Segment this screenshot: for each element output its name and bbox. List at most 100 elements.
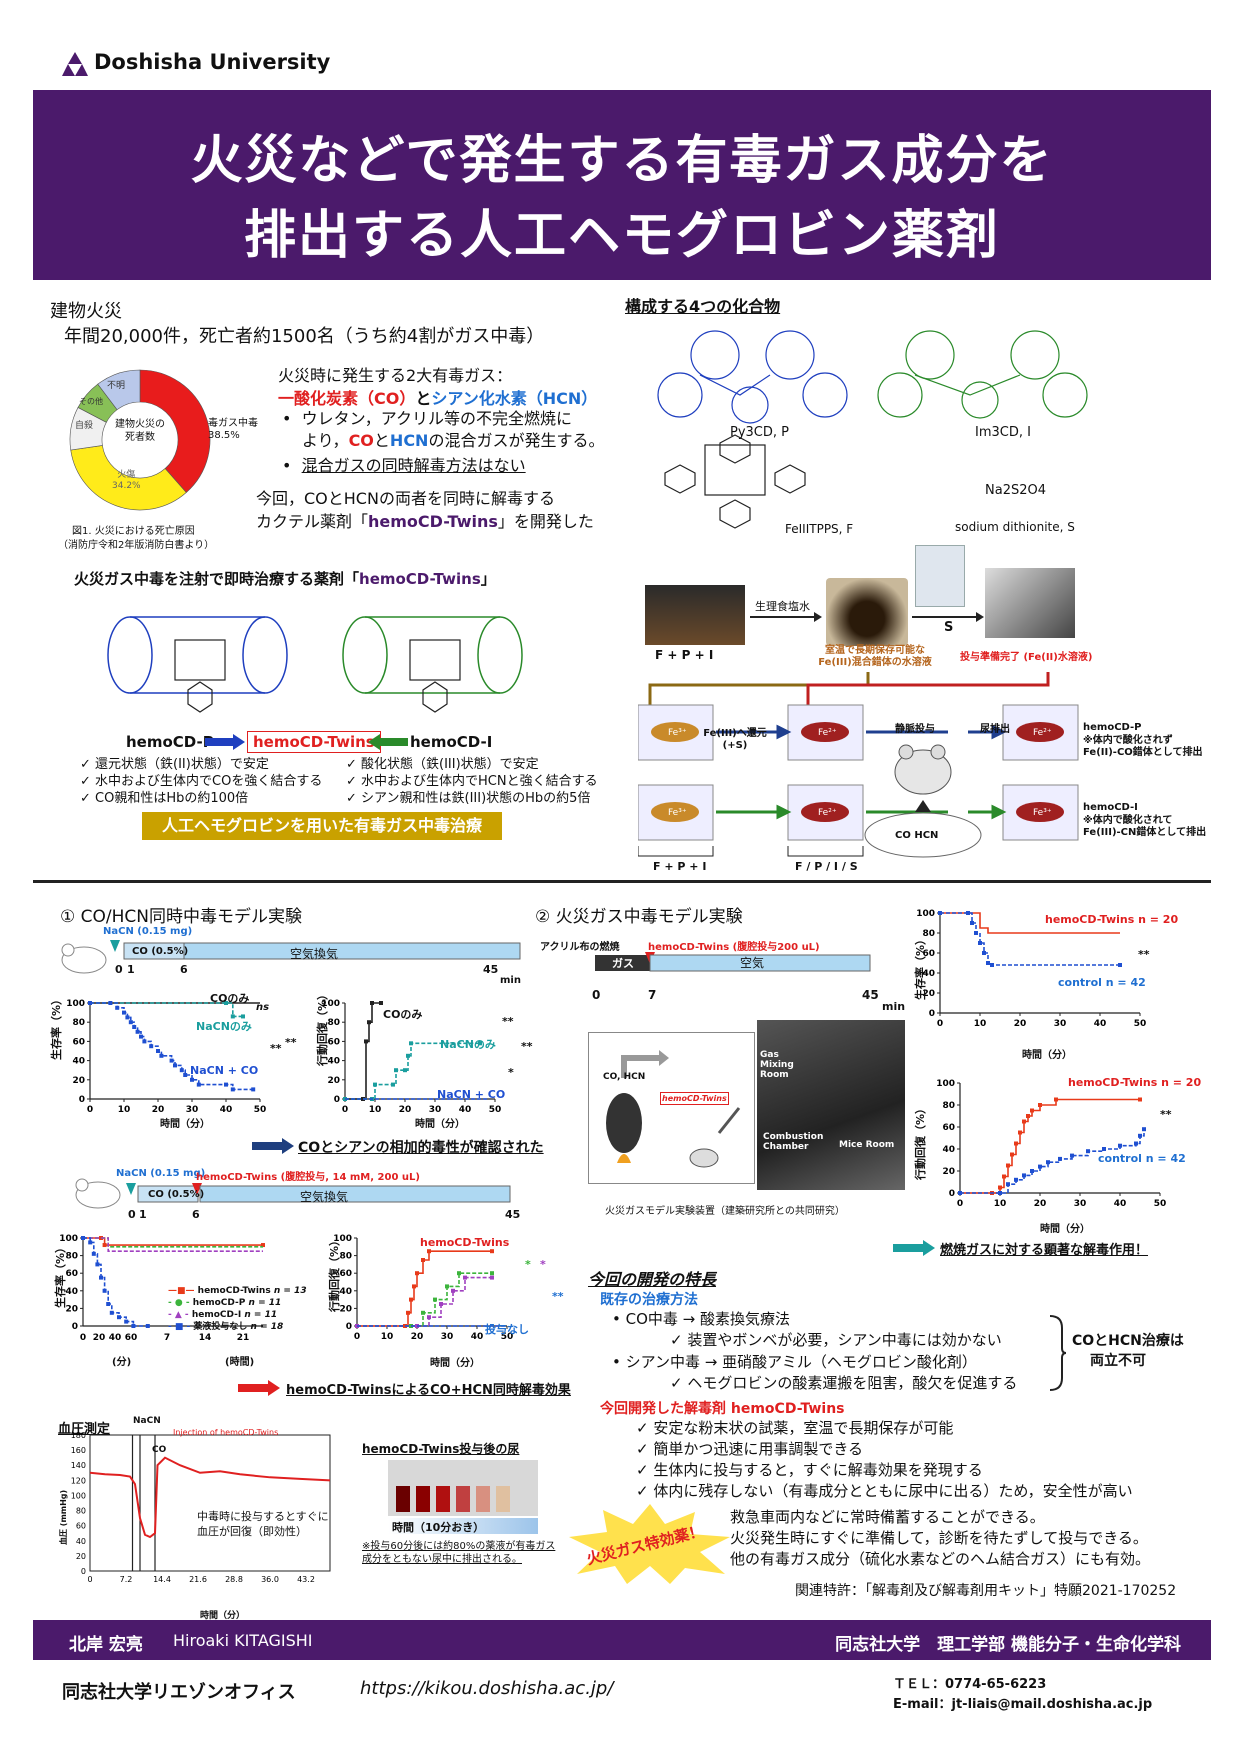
author-jp: 北岸 宏亮 bbox=[69, 1635, 143, 1655]
slice-label: 毒ガス中毒 bbox=[208, 418, 258, 429]
exp1-act-nacn-co: NaCN + CO bbox=[437, 1088, 506, 1101]
exp2-title: ② 火災ガス中毒モデル実験 bbox=[535, 907, 743, 927]
arrow-s-icon bbox=[912, 612, 984, 622]
data-point bbox=[412, 1284, 416, 1289]
x-tick-label: 10 bbox=[369, 1105, 382, 1115]
bp-ylabel: 血圧 (mmHg) bbox=[59, 1489, 68, 1545]
exp1-min-label: min bbox=[500, 975, 521, 986]
x-tick-label: 7.2 bbox=[120, 1575, 133, 1584]
check-text: 簡単かつ迅速に用事調製できる bbox=[653, 1440, 864, 1458]
exp2-syringe-label: hemoCD-Twins bbox=[660, 1092, 729, 1105]
bp-note-2: 血圧が回復（即効性） bbox=[197, 1525, 307, 1538]
feature-text: ヘモグロビンの酸素運搬を阻害，酸欠を促進する bbox=[687, 1374, 1018, 1392]
data-point bbox=[156, 1049, 160, 1053]
data-point bbox=[1134, 1141, 1138, 1146]
arrow-left-icon bbox=[368, 734, 408, 750]
check-text: シアン親和性は鉄(III)状態のHbの約5倍 bbox=[361, 791, 591, 806]
data-point bbox=[490, 1271, 494, 1276]
exp1-tick-45: 45 bbox=[483, 963, 499, 976]
donut-label-suicide: 自殺 bbox=[75, 421, 94, 431]
data-point bbox=[145, 1324, 150, 1328]
y-tick-label: 0 bbox=[72, 1322, 78, 1332]
feature-text: CO中毒 → 酸素換気療法 bbox=[625, 1310, 791, 1328]
exp1b-act-ylabel: 行動回復（%） bbox=[328, 1234, 341, 1312]
data-point bbox=[457, 1271, 461, 1276]
title-banner: 火災などで発生する有毒ガス成分を 排出する人工ヘモグロビン薬剤 bbox=[33, 90, 1211, 280]
y-tick-label: 20 bbox=[72, 1076, 85, 1086]
data-point bbox=[124, 1319, 129, 1324]
data-point bbox=[1118, 1143, 1122, 1148]
x-tick-label: 30 bbox=[186, 1105, 199, 1115]
exp2-co-hcn-label: CO, HCN bbox=[603, 1072, 646, 1082]
y-tick-label: 0 bbox=[81, 1567, 86, 1576]
bp-nacn-label: NaCN bbox=[133, 1416, 161, 1426]
y-tick-label: 100 bbox=[321, 999, 340, 1009]
hcn-treatment-line: • シアン中毒 → 亜硝酸アミル（ヘモグロビン酸化剤） bbox=[612, 1353, 977, 1371]
donut-center-label: 建物火災の 死者数 bbox=[115, 419, 165, 443]
data-point bbox=[982, 951, 986, 955]
exp1b-air-label: 空気換気 bbox=[300, 1190, 349, 1204]
exp2-act-sig: ** bbox=[1160, 1108, 1172, 1121]
y-tick-label: 100 bbox=[936, 1079, 955, 1089]
data-point bbox=[970, 921, 974, 925]
urine-tube bbox=[396, 1486, 410, 1512]
exp2-air-label: 空気 bbox=[740, 956, 765, 970]
office-url-link[interactable]: https://kikou.doshisha.ac.jp/ bbox=[360, 1678, 614, 1699]
exp2-surv-sig: ** bbox=[1138, 948, 1150, 961]
x-tick-label: 50 bbox=[1154, 1199, 1167, 1209]
exp2-surv-ylabel: 生存率（%） bbox=[914, 933, 927, 1000]
exp1-surv-sig-2: ** bbox=[285, 1036, 297, 1049]
data-point bbox=[421, 1310, 425, 1315]
new-drug-heading: 今回開発した解毒剤 hemoCD-Twins bbox=[600, 1401, 845, 1417]
series-line-1 bbox=[357, 1272, 492, 1327]
hemocd-structures bbox=[107, 616, 523, 713]
exp1-tick-1: 1 bbox=[127, 963, 135, 976]
drug-name: hemoCD-Twins bbox=[359, 570, 481, 588]
data-point bbox=[445, 1284, 449, 1289]
series-line-2 bbox=[357, 1276, 492, 1327]
data-point bbox=[1038, 1164, 1042, 1169]
data-point bbox=[1070, 1153, 1074, 1158]
exp1-timeline bbox=[110, 940, 521, 960]
donut-label-burn: 火傷 34.2% bbox=[112, 470, 141, 492]
urine-tube bbox=[496, 1486, 510, 1512]
donut-caption-1: 図1. 火災における死亡原因 bbox=[72, 526, 195, 537]
compound-structures-figure bbox=[657, 330, 1088, 529]
data-point bbox=[115, 1005, 120, 1010]
exp2-act-ctrl-label: control n = 42 bbox=[1098, 1152, 1186, 1165]
data-point bbox=[106, 1302, 111, 1306]
data-point bbox=[196, 1082, 201, 1087]
urine-tube bbox=[456, 1486, 470, 1512]
exp2-timeline bbox=[595, 952, 871, 972]
combustion-label: Combustion Chamber bbox=[763, 1132, 824, 1152]
data-point bbox=[122, 1010, 126, 1015]
vials-photo bbox=[645, 585, 745, 645]
data-point bbox=[1102, 1147, 1106, 1151]
exp1b-xlabel-min: (分) bbox=[112, 1357, 132, 1368]
exp2-act-xlabel: 時間（分） bbox=[1040, 1224, 1090, 1235]
y-tick-label: 100 bbox=[916, 909, 935, 919]
and-text: と bbox=[415, 389, 432, 408]
legend-item: - ▲ - hemoCD-I n = 11 bbox=[168, 1310, 278, 1320]
syringe-photo bbox=[985, 568, 1075, 638]
gases-heading: 火災時に発生する2大有毒ガス： bbox=[278, 366, 513, 385]
title-line-1: 火災などで発生する有毒ガス成分を bbox=[190, 131, 1054, 191]
data-point bbox=[99, 1275, 103, 1280]
exp1-act-sig-2: * bbox=[508, 1066, 514, 1079]
exp2-hemo-label: hemoCD-Twins (腹腔投与200 uL) bbox=[648, 942, 820, 953]
exp1-act-ylabel: 行動回復（%） bbox=[316, 988, 329, 1066]
develop-line-2: カクテル薬剤「hemoCD-Twins」を開発した bbox=[256, 508, 594, 532]
exp2-surv-xlabel: 時間（分） bbox=[1022, 1050, 1072, 1061]
data-point bbox=[478, 1041, 482, 1046]
exp2-tick-45: 45 bbox=[862, 988, 879, 1002]
exp1-ns-label: ns bbox=[256, 1002, 270, 1013]
x-tick-label: 7 bbox=[164, 1333, 170, 1343]
exp1-surv-ylabel: 生存率（%） bbox=[50, 993, 63, 1060]
liaison-office: 同志社大学リエゾンオフィス bbox=[62, 1682, 296, 1703]
data-point bbox=[409, 1041, 413, 1046]
data-point bbox=[241, 1014, 245, 1019]
exp1-act-xlabel: 時間（分） bbox=[415, 1119, 465, 1130]
data-point bbox=[230, 1014, 235, 1019]
extra-text: 他の有毒ガス成分（硫化水素などのヘム結合ガス）にも有効。 bbox=[730, 1550, 1151, 1568]
